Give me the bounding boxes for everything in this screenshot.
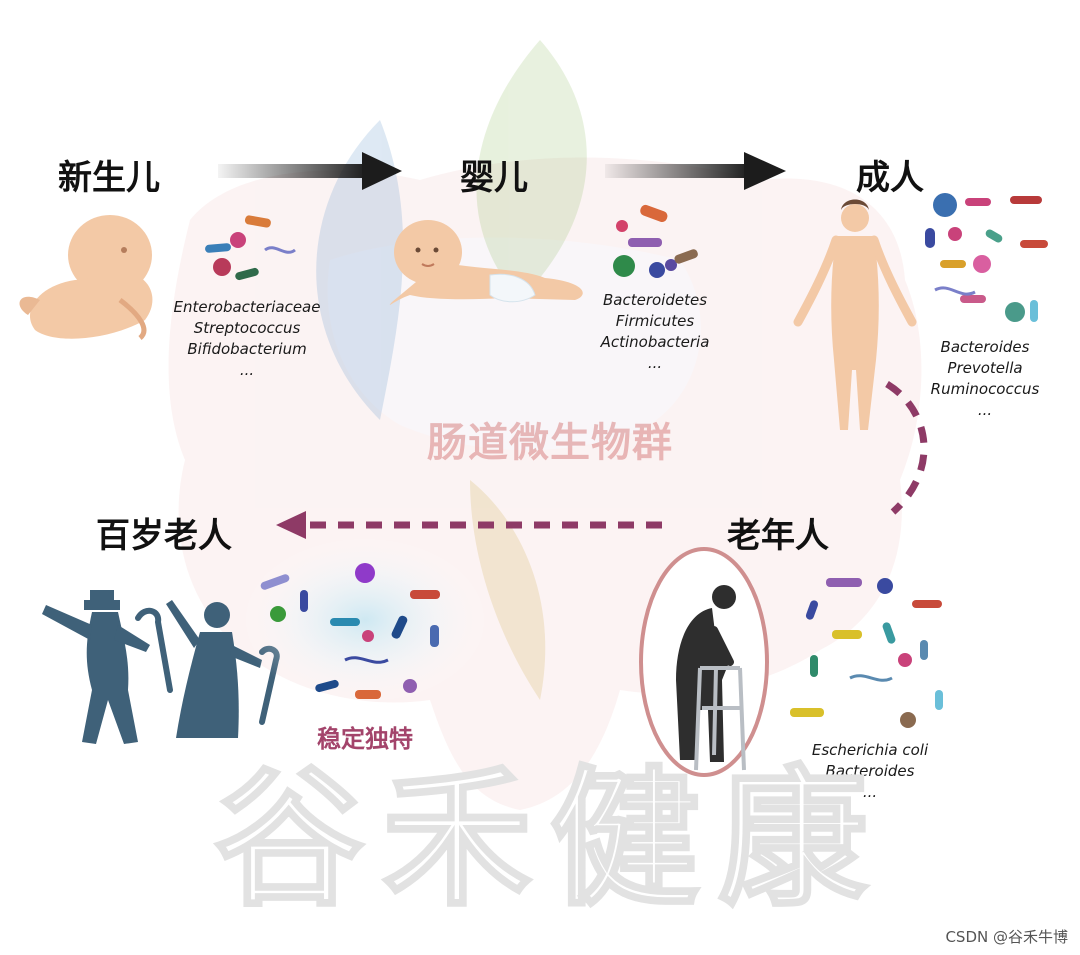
baby-icon [389, 220, 583, 305]
elderly-walker-icon [639, 547, 769, 777]
watermark: 谷禾健康 [212, 752, 886, 929]
adult-to-elderly-dashed-arrow [885, 381, 928, 515]
infant-to-adult-arrowhead [744, 152, 786, 190]
stage-label-centenarian: 百岁老人 [96, 516, 232, 556]
bacteria-cluster-icon [790, 578, 943, 728]
bacteria-cluster-icon [925, 193, 1048, 322]
background-logo-leaves [316, 40, 587, 700]
taxon-infant-1: Bacteroidetes [602, 291, 708, 309]
newborn-to-infant-arrow [218, 164, 368, 178]
taxon-newborn-more: ... [239, 361, 255, 379]
taxon-infant-2: Firmicutes [615, 312, 695, 330]
taxon-elderly-more: ... [862, 783, 878, 801]
taxon-adult-1: Bacteroides [940, 338, 1030, 356]
center-title: 肠道微生物群 [427, 420, 673, 466]
infant-to-adult-arrow [605, 164, 750, 178]
taxon-newborn-2: Streptococcus [193, 319, 301, 337]
credit-text: CSDN @谷禾牛博 [945, 928, 1068, 946]
taxa-list-elderly: Escherichia coli Bacteroides ... [795, 740, 945, 803]
taxa-list-newborn: Enterobacteriaceae Streptococcus Bifidob… [157, 297, 337, 381]
taxon-infant-3: Actinobacteria [600, 333, 710, 351]
adult-figure-icon [793, 199, 917, 430]
taxa-list-infant: Bacteroidetes Firmicutes Actinobacteria … [580, 290, 730, 374]
stage-label-elderly: 老年人 [727, 516, 829, 556]
taxon-adult-3: Ruminococcus [930, 380, 1040, 398]
newborn-to-infant-arrowhead [362, 152, 402, 190]
taxon-infant-more: ... [647, 354, 663, 372]
fetus-icon [19, 215, 153, 340]
taxon-adult-more: ... [977, 401, 993, 419]
bacteria-cluster-icon [613, 204, 698, 278]
stage-label-infant: 婴儿 [460, 158, 528, 198]
stage-label-adult: 成人 [856, 158, 924, 198]
taxon-elderly-1: Escherichia coli [811, 741, 929, 759]
stage-label-newborn: 新生儿 [58, 158, 160, 198]
taxon-elderly-2: Bacteroides [825, 762, 915, 780]
taxa-list-adult: Bacteroides Prevotella Ruminococcus ... [915, 337, 1055, 421]
bacteria-cluster-icon [240, 535, 490, 705]
elderly-to-centenarian-arrowhead [276, 511, 306, 539]
taxon-adult-2: Prevotella [947, 359, 1023, 377]
bacteria-cluster-icon [205, 215, 296, 281]
centenarian-note: 稳定独特 [317, 725, 413, 753]
taxon-newborn-1: Enterobacteriaceae [173, 298, 321, 316]
taxon-newborn-3: Bifidobacterium [187, 340, 307, 358]
